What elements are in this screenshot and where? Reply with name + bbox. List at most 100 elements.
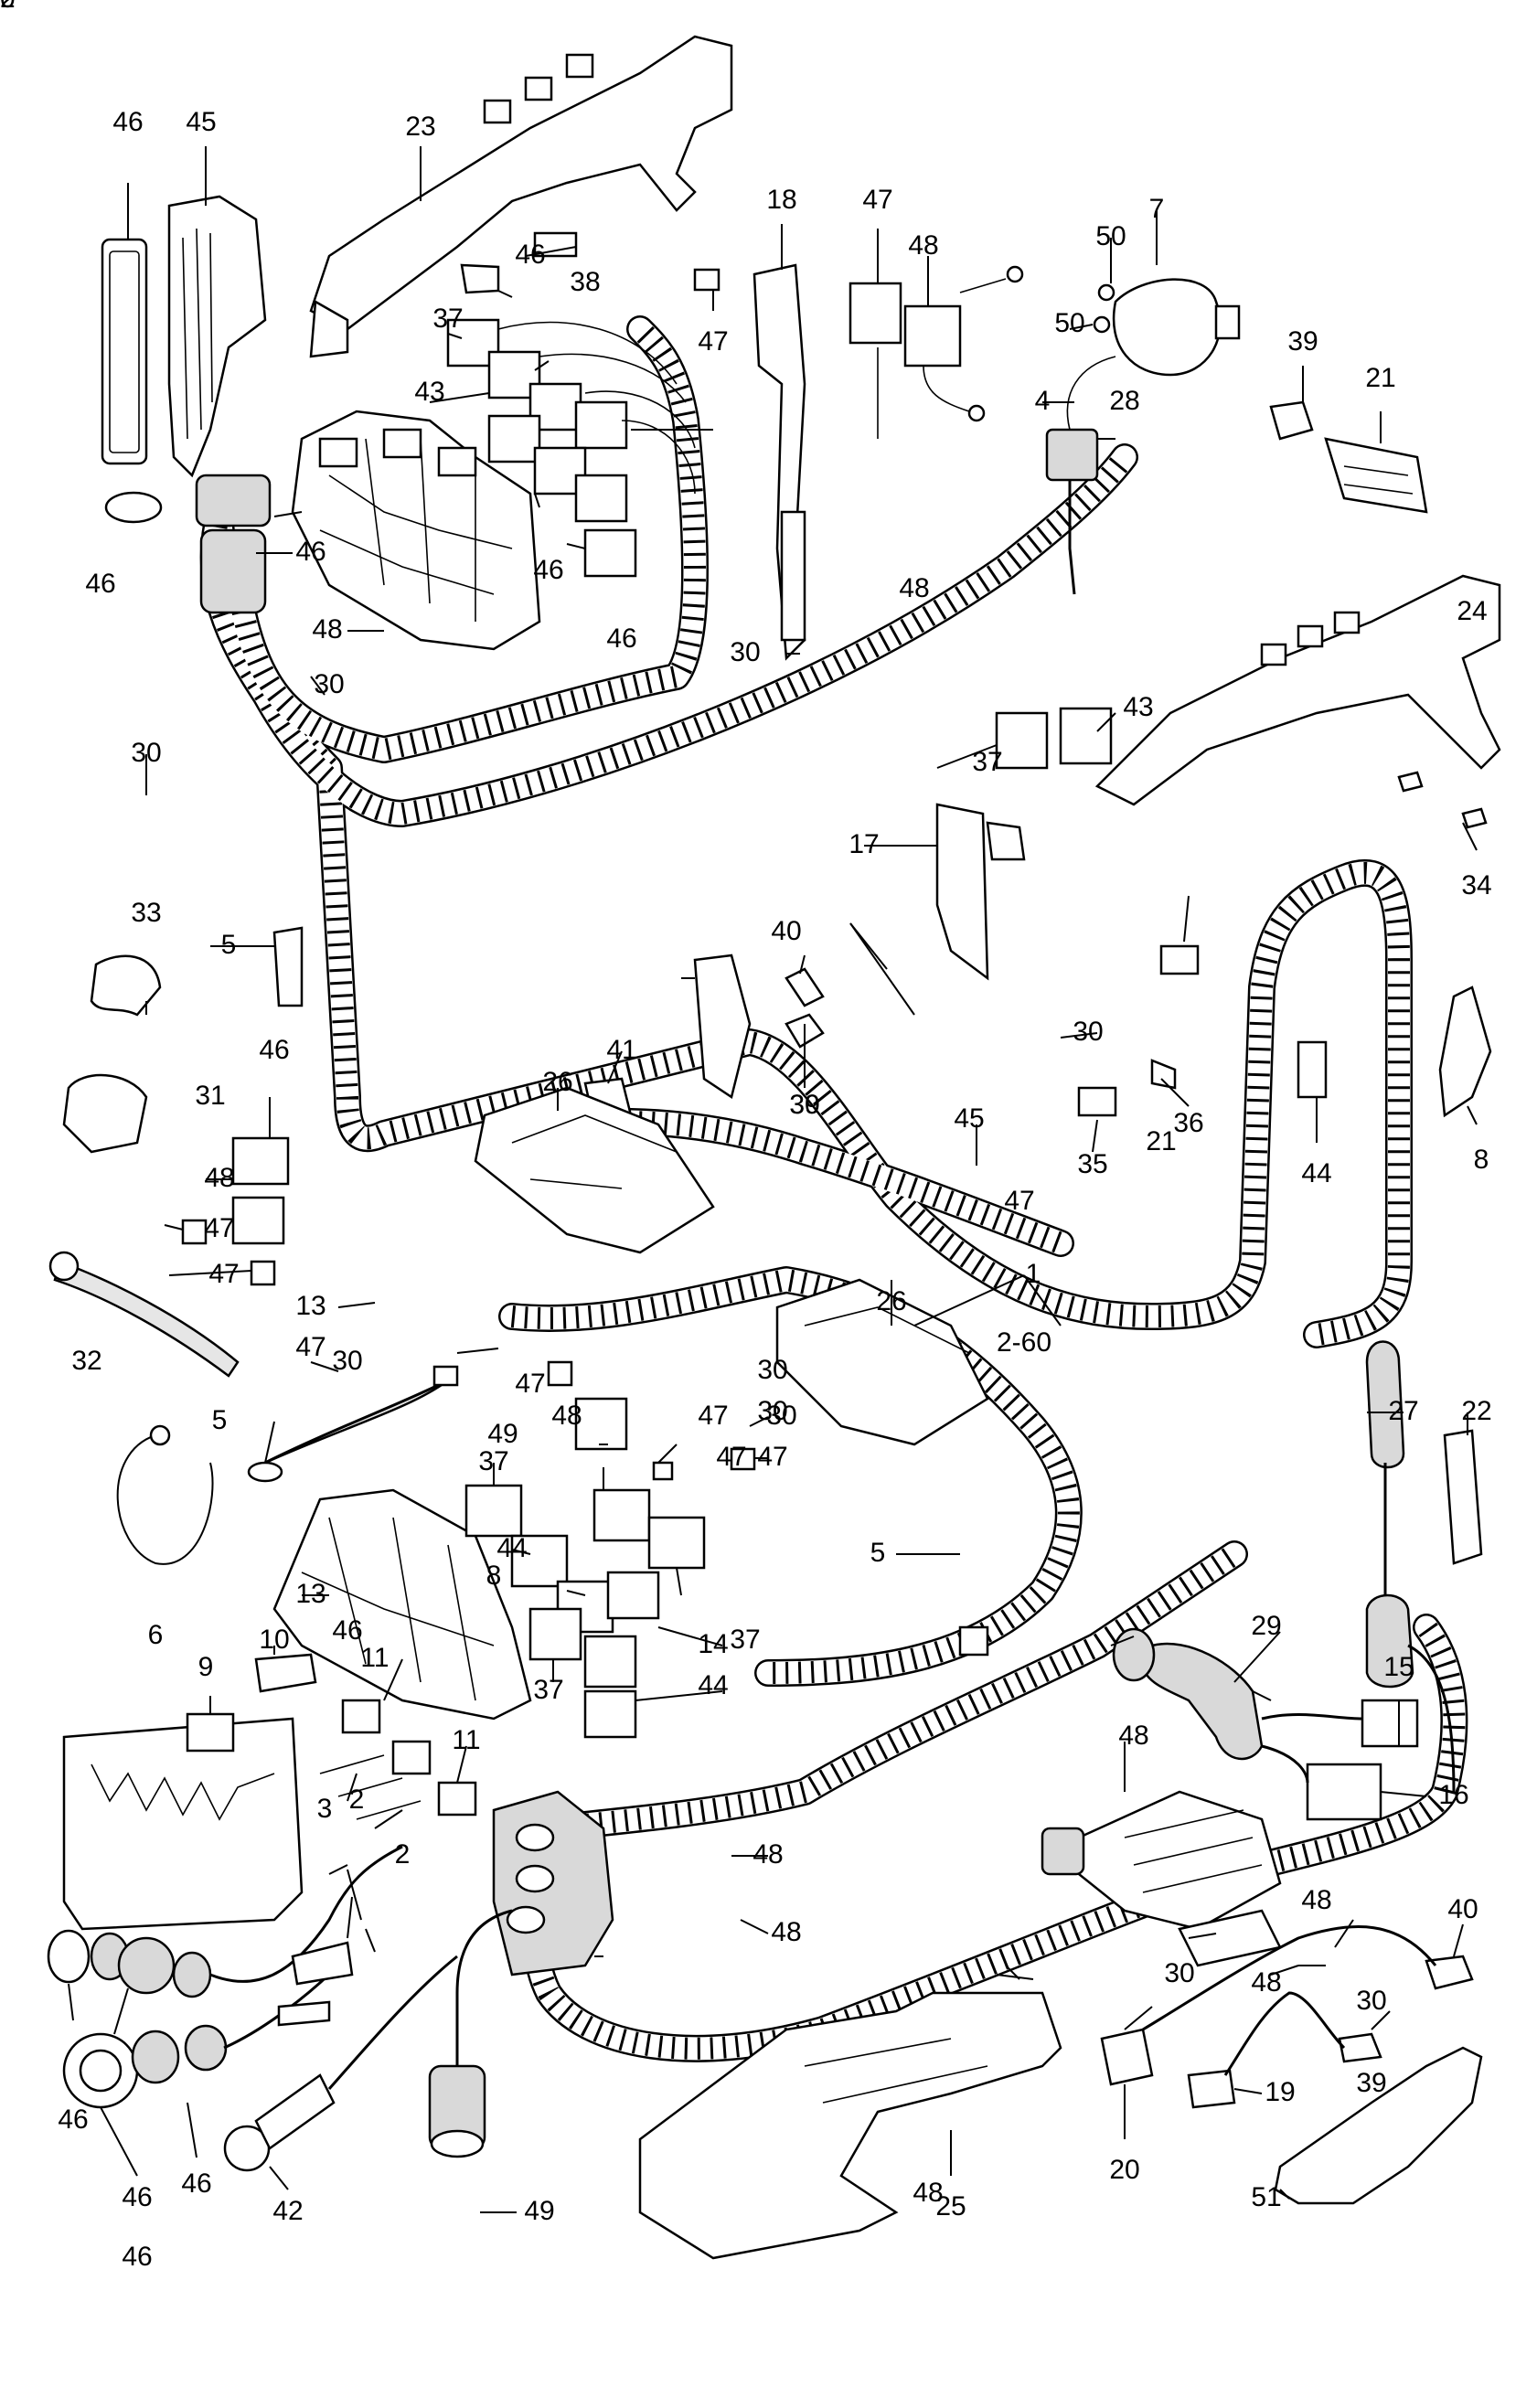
part-number-label: 46 <box>122 2242 152 2272</box>
part-number-label: 46 <box>122 2182 152 2212</box>
part-number-label: 5 <box>212 1405 228 1435</box>
part-number-label: 37 <box>432 304 463 334</box>
part-number-label: 47 <box>295 1332 326 1362</box>
part-number-label: 30 <box>332 1346 362 1376</box>
part-number-label: 60 <box>0 0 16 14</box>
part-number-label: 50 <box>1054 308 1084 338</box>
relay-panel-13 <box>291 410 541 651</box>
part-number-label: 7 <box>1149 194 1165 224</box>
part-number-label: 47 <box>208 1259 239 1289</box>
part-number-label: 20 <box>1109 2155 1139 2185</box>
part-number-label: 39 <box>1287 326 1318 357</box>
part-number-label: 44 <box>698 1670 728 1700</box>
part-number-label: 30 <box>730 637 760 667</box>
part-number-label: 48 <box>899 573 929 603</box>
part-number-label: 30 <box>789 1090 819 1120</box>
part-number-label: 13 <box>295 1579 326 1609</box>
part-number-label: 37 <box>533 1675 563 1705</box>
part-number-label: 30 <box>1356 1986 1386 2016</box>
part-number-label: 48 <box>908 230 938 261</box>
harness-fill <box>537 1542 1246 1840</box>
part-number-label: 8 <box>486 1561 502 1591</box>
part-number-label: 48 <box>1118 1721 1148 1751</box>
part-number-label: 44 <box>1301 1158 1331 1188</box>
bracket-24 <box>1094 574 1501 806</box>
harness-hatch <box>524 1785 1455 2060</box>
part-number-label: 44 <box>496 1533 527 1563</box>
harness-hatch <box>1417 1620 1466 1795</box>
part-number-label: 46 <box>332 1615 362 1646</box>
part-number-label: 9 <box>198 1652 214 1682</box>
part-number-label: 29 <box>1251 1611 1281 1641</box>
part-number-label: 15 <box>1383 1652 1414 1682</box>
part-number-label: 47 <box>204 1213 234 1243</box>
parts <box>47 35 1501 2260</box>
part-number-label: 24 <box>1457 596 1487 626</box>
part-number-label: 46 <box>181 2168 211 2199</box>
part-number-label: 51 <box>1251 2182 1281 2212</box>
connectors-45-8-right <box>1297 986 1492 1118</box>
connectors-bottom-right <box>1100 1925 1483 2205</box>
relay-cluster-top <box>446 231 720 578</box>
part-number-label: 30 <box>757 1355 787 1385</box>
harness-hatch <box>202 450 1134 825</box>
bracket-23 <box>309 35 733 358</box>
part-number-label: 40 <box>1447 1894 1478 1924</box>
harness-hatch <box>510 1269 1080 1684</box>
leader-lines <box>68 146 1478 2213</box>
part-number-label: 32 <box>71 1346 101 1376</box>
connectors-left-mid <box>48 954 290 1378</box>
part-number-label: 47 <box>698 1401 728 1431</box>
part-number-label: 39 <box>1356 2068 1386 2098</box>
part-number-label: 48 <box>752 1839 783 1870</box>
part-number-label: 6 <box>148 1620 164 1650</box>
connectors-39-21-top <box>1269 400 1428 514</box>
part-number-label: 5 <box>221 930 237 960</box>
part-number-label: 27 <box>1388 1396 1418 1426</box>
round-connectors-left <box>47 1845 458 2172</box>
callout-labels: 1222-60345556788910111113131415161718192… <box>0 0 1492 2272</box>
part-number-label: 47 <box>515 1369 545 1399</box>
cable-ties <box>116 926 989 1657</box>
part-number-label: 30 <box>314 669 344 699</box>
part-number-label: 46 <box>259 1035 289 1065</box>
part-number-label: 48 <box>312 614 342 645</box>
part-number-label: 33 <box>131 898 161 928</box>
connectors-43-37-mid <box>995 707 1113 770</box>
part-number-label: 30 <box>757 1396 787 1426</box>
bracket-18 <box>752 263 806 661</box>
floor-panel-25 <box>638 1991 1062 2260</box>
part-number-label: 28 <box>1109 386 1139 416</box>
part-number-label: 34 <box>1461 870 1491 900</box>
connectors-15-16 <box>1112 1627 1419 1821</box>
part-number-label: 50 <box>1095 221 1126 251</box>
misc-clips <box>1397 771 1488 829</box>
part-number-label: 40 <box>771 916 801 946</box>
part-number-label: 48 <box>1251 1967 1281 1998</box>
part-number-label: 46 <box>606 623 636 654</box>
part-number-label: 2 <box>349 1785 365 1815</box>
part-number-label: 48 <box>1301 1885 1331 1915</box>
part-number-label: 37 <box>730 1625 760 1655</box>
part-number-label: 39 <box>789 1090 819 1120</box>
part-number-label: 18 <box>766 185 796 215</box>
part-number-label: 30 <box>131 738 161 768</box>
part-number-label: 46 <box>85 569 115 599</box>
connector-50-bottom <box>428 1909 513 2158</box>
part-number-label: 45 <box>186 107 216 137</box>
part-number-label: 47 <box>862 185 892 215</box>
harness-trunks <box>199 315 1468 2062</box>
part-number-label: 5 <box>870 1538 886 1568</box>
part-number-label: 48 <box>204 1163 234 1193</box>
relay-panel-13-lower <box>272 1488 532 1721</box>
ecu-48-bottom <box>1041 1790 1282 1967</box>
part-number-label: 48 <box>551 1401 582 1431</box>
part-number-label: 2-60 <box>997 1327 1051 1358</box>
part-number-label: 16 <box>1438 1780 1468 1810</box>
part-number-label: 49 <box>524 2196 554 2226</box>
part-number-label: 1 <box>1026 1259 1041 1289</box>
part-number-label: 36 <box>1173 1108 1203 1138</box>
part-number-label: 17 <box>849 829 879 859</box>
part-number-label: 48 <box>913 2178 943 2208</box>
part-number-label: 46 <box>515 240 545 270</box>
